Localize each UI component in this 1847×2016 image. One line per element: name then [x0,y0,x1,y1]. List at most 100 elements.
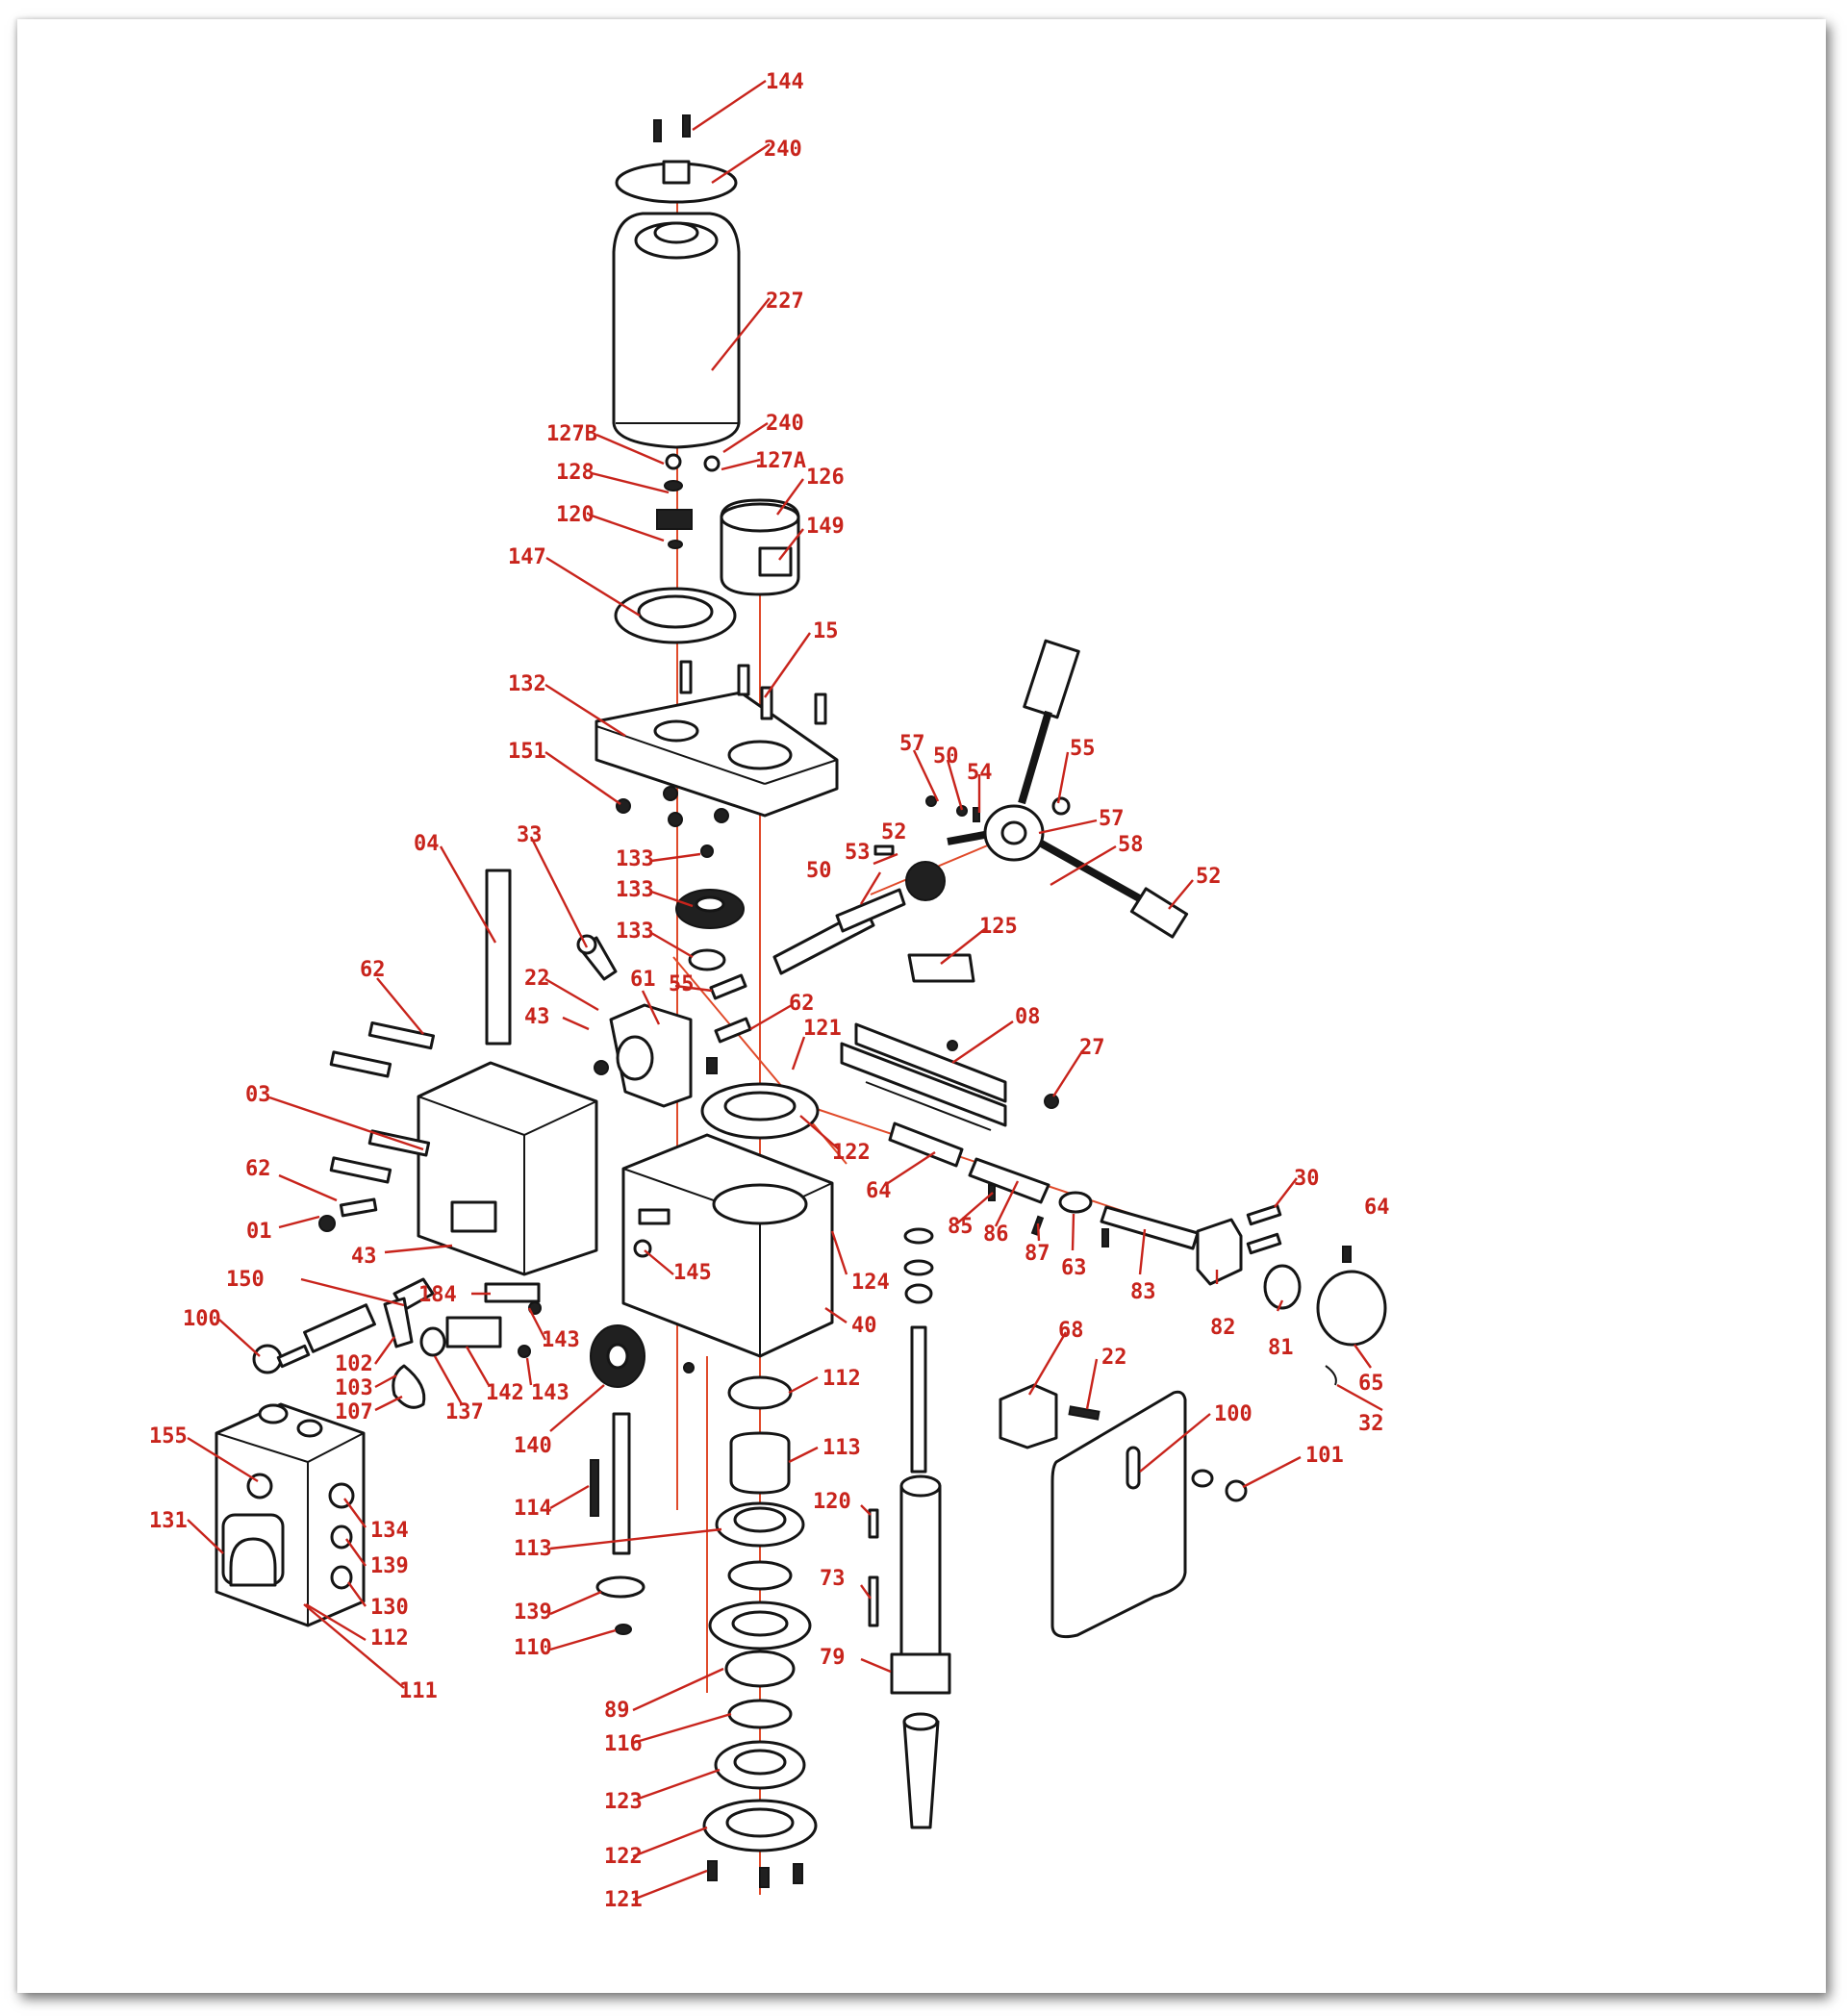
shaft-113 [612,1412,631,1555]
column-guide-group [485,869,512,1046]
callout-c53: 145 [673,1261,712,1285]
washer-128 [664,480,683,491]
callout-c95: 121 [604,1888,643,1912]
callout-c59: 81 [1268,1336,1294,1360]
callout-c18: 55 [1070,737,1096,761]
callout-c47: 63 [1061,1256,1087,1280]
guard-slot [1126,1446,1141,1490]
cap-126-top [720,502,800,533]
key-slot [638,1208,670,1225]
callout-c77: 101 [1305,1444,1344,1468]
gear-140-hub [606,1343,629,1370]
callout-c62: 143 [542,1328,580,1352]
gear-box-03 [318,1021,598,1276]
callout-c03: 227 [766,290,804,314]
nut-110 [615,1624,632,1635]
callout-c80: 120 [813,1490,851,1514]
callout-c88: 110 [514,1636,552,1660]
bearing-cap-122b-inner [725,1807,795,1838]
callout-c76: 155 [149,1424,188,1449]
callout-c21: 52 [1196,865,1222,889]
lever-group [252,1277,542,1409]
nut-151d [714,808,729,823]
callout-c29: 50 [806,859,832,883]
callout-c04: 240 [766,412,804,436]
screw-144a [653,119,662,142]
callout-c34: 55 [669,972,695,996]
callout-c54: 124 [851,1271,890,1295]
bushing-137 [419,1326,446,1357]
callout-c49: 30 [1294,1167,1320,1191]
switch-131-paddle [229,1537,277,1587]
spindle-right [868,1227,951,1829]
bolt-15b [737,664,750,696]
nut-151a [616,798,631,814]
head-body-bore [712,1183,808,1225]
callout-c02: 240 [764,138,802,162]
callout-c64: 102 [335,1352,373,1376]
screw-144b [682,114,691,138]
shaft-150 [303,1303,376,1353]
callout-c85: 130 [370,1596,409,1620]
callout-c14: 151 [508,740,546,764]
dial-81 [1263,1264,1302,1310]
handle-hub-bore [1000,820,1027,845]
clip-32 [1325,1365,1337,1386]
callout-c63: 68 [1058,1319,1084,1343]
callout-c45: 86 [983,1222,1009,1247]
bracket-61-bore [616,1035,654,1081]
pin-121a [706,1057,718,1074]
plate-184 [484,1282,541,1303]
plate-hole-b [727,740,793,770]
callout-c65: 103 [335,1376,373,1400]
callout-c94: 122 [604,1845,643,1869]
plate-hole-a [653,719,699,743]
screw-55 [709,973,747,1000]
screw-140 [683,1362,695,1373]
key-114 [590,1459,599,1517]
nut-01 [318,1215,336,1232]
clip-55 [1051,796,1071,816]
column-guide-04 [485,869,512,1046]
callout-c32: 22 [524,967,550,991]
screw-121b [759,1867,770,1888]
callout-c51: 01 [246,1220,272,1244]
callout-c20: 58 [1118,833,1144,857]
micro-switch-68 [999,1383,1058,1449]
spindle-taper-top [902,1712,939,1731]
bearing-133 [688,948,726,971]
washer-101 [1191,1469,1214,1488]
callout-c84: 73 [820,1567,846,1591]
motor-shaft-end [653,221,699,244]
callout-c93: 123 [604,1790,643,1814]
bearing-89-inner [731,1610,789,1637]
lever-102 [383,1297,414,1348]
nut-43 [594,1060,609,1075]
callout-c90: 111 [399,1679,438,1703]
screw-01 [339,1197,378,1218]
pin-54 [973,807,980,822]
callout-c33: 61 [630,968,656,992]
handle-knob-top [1023,639,1080,719]
callout-c11: 147 [508,545,546,569]
key-120 [668,540,683,549]
callout-c07: 128 [556,461,595,485]
callout-c39: 27 [1079,1036,1105,1060]
washer-139 [595,1575,645,1599]
bearing-112 [727,1375,793,1410]
gear-133-hub [695,895,725,913]
screw-121c [793,1863,803,1884]
gear-box-03-body [417,1061,598,1276]
quill [899,1484,942,1676]
bolt-62b [329,1050,392,1078]
rod-line [865,1081,992,1131]
callout-c61: 100 [183,1307,221,1331]
bearing-cap-122-inner [723,1091,797,1121]
spindle-taper [902,1720,940,1829]
callout-c78: 114 [514,1497,552,1521]
lamp-155 [246,1473,273,1499]
bracket-82 [1196,1218,1243,1286]
callout-c01: 144 [766,70,804,94]
shield-group [999,1383,1248,1639]
